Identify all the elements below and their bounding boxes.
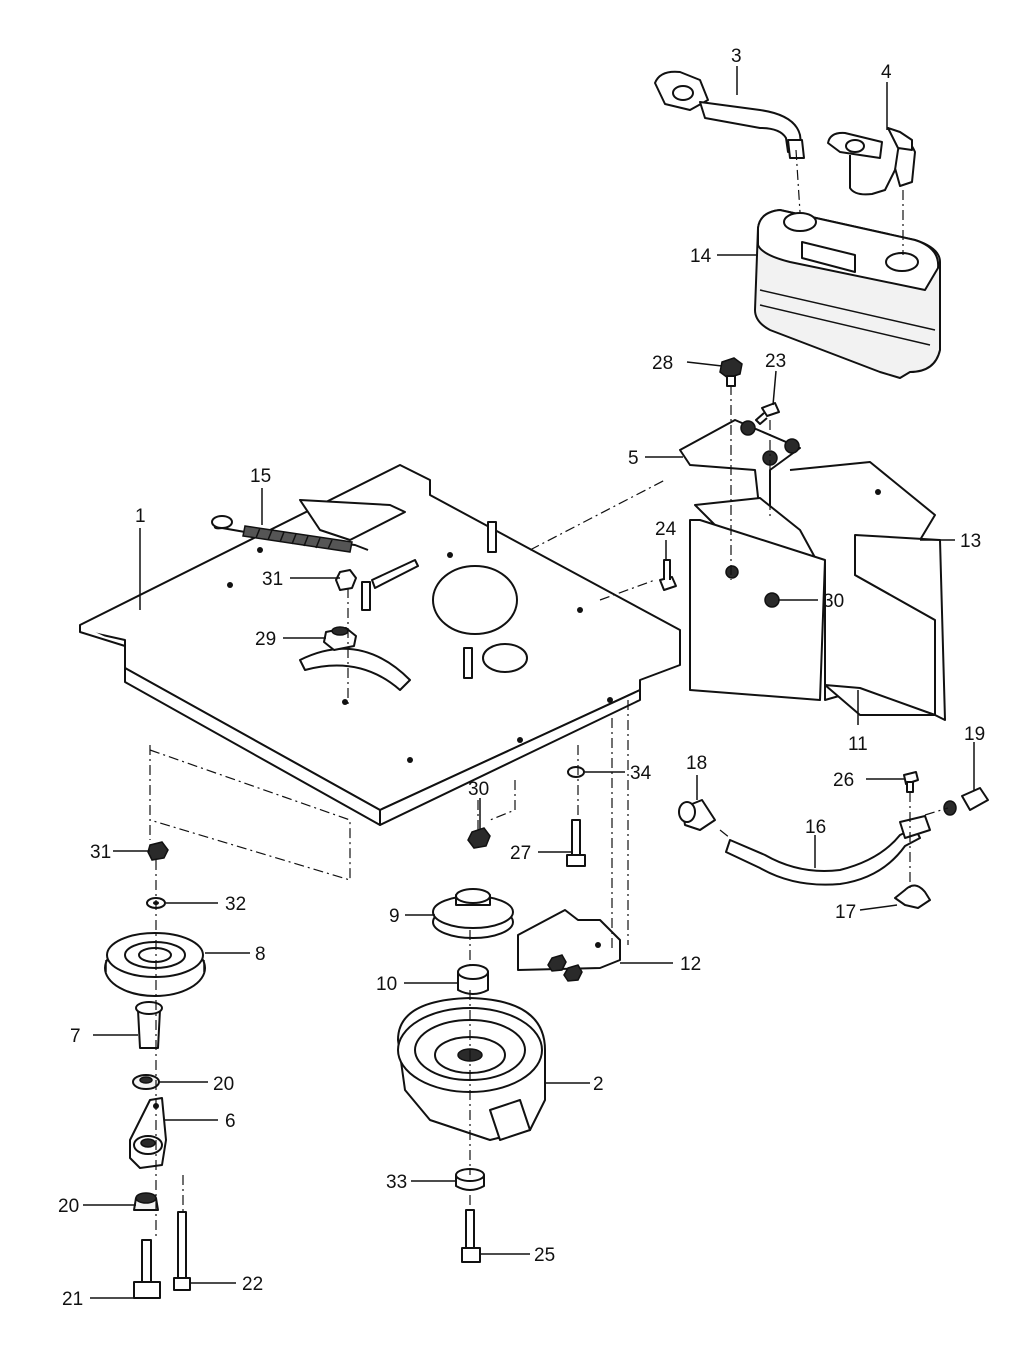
callout-32: 32	[225, 894, 246, 915]
callout-31-upper: 31	[262, 569, 283, 590]
exhaust-pipe-left-part	[654, 70, 805, 159]
flange-nut-31-upper-part	[335, 569, 357, 591]
callout-22: 22	[242, 1274, 263, 1295]
clutch-pulley-9-part	[432, 888, 514, 939]
callout-12: 12	[680, 954, 701, 975]
callout-26: 26	[833, 770, 854, 791]
callout-10: 10	[376, 974, 397, 995]
fitting-19-part	[961, 787, 989, 811]
callout-7: 7	[70, 1026, 81, 1047]
bolt-24-part	[659, 559, 677, 591]
callout-4: 4	[881, 62, 892, 83]
callout-19: 19	[964, 724, 985, 745]
bolt-27-part	[566, 819, 586, 867]
fitting-18-part	[678, 799, 716, 831]
bolt-21-part	[133, 1239, 161, 1299]
spacer-7-part	[135, 1001, 163, 1049]
callout-28: 28	[652, 353, 673, 374]
clutch-bracket-part	[517, 909, 621, 982]
callout-25: 25	[534, 1245, 555, 1266]
muffler-part	[754, 209, 941, 379]
clamp-17-part	[894, 884, 931, 909]
callout-17: 17	[835, 902, 856, 923]
spring-part	[211, 515, 369, 553]
exhaust-pipe-right-part	[827, 127, 916, 196]
callout-labels: 1 2 3 4 5 6 7 8 9 10 11 12 13 14 15 16 1…	[58, 46, 985, 1310]
callout-6: 6	[225, 1111, 236, 1132]
callout-27: 27	[510, 843, 531, 864]
callout-34: 34	[630, 763, 652, 784]
callout-14: 14	[690, 246, 712, 267]
flange-nut-30-lower-part	[467, 827, 491, 849]
heat-shield-part	[689, 461, 946, 721]
washer-19a-part	[943, 800, 957, 816]
callout-3: 3	[731, 46, 742, 67]
callout-11: 11	[848, 734, 868, 755]
callout-23: 23	[765, 351, 786, 372]
bolt-22-part	[173, 1211, 191, 1291]
callout-1: 1	[135, 506, 146, 527]
callout-16: 16	[805, 817, 826, 838]
callout-15: 15	[250, 466, 271, 487]
callout-24: 24	[655, 519, 677, 540]
bolt-23-part	[755, 402, 780, 425]
callout-9: 9	[389, 906, 400, 927]
callout-13: 13	[960, 531, 981, 552]
callout-2: 2	[593, 1074, 604, 1095]
idler-arm-part	[129, 1097, 167, 1169]
leader-lines	[83, 66, 975, 1299]
callout-18: 18	[686, 753, 707, 774]
bushing-10-part	[457, 964, 489, 995]
assembly-lines	[149, 149, 949, 1240]
callout-33: 33	[386, 1172, 407, 1193]
callout-5: 5	[628, 448, 639, 469]
bolt-25-part	[461, 1209, 481, 1263]
callout-30-right: 30	[823, 591, 844, 612]
hose-16-part	[725, 815, 931, 886]
idler-pulley-part	[104, 932, 206, 997]
callout-29: 29	[255, 629, 276, 650]
bushing-20-lower-part	[133, 1192, 159, 1211]
callout-21: 21	[62, 1289, 83, 1310]
flange-nut-28-part	[719, 357, 743, 387]
callout-31-lower: 31	[90, 842, 111, 863]
flange-nut-31-lower-part	[147, 841, 169, 861]
callout-30-lower: 30	[468, 779, 489, 800]
callout-8: 8	[255, 944, 266, 965]
frame-plate-part	[79, 464, 681, 826]
electric-clutch-part	[397, 997, 546, 1141]
bolt-26-part	[903, 771, 919, 793]
callout-20-lower: 20	[58, 1196, 79, 1217]
callout-20-upper: 20	[213, 1074, 234, 1095]
bushing-20-upper-part	[132, 1074, 160, 1090]
washer-34-part	[567, 766, 585, 778]
